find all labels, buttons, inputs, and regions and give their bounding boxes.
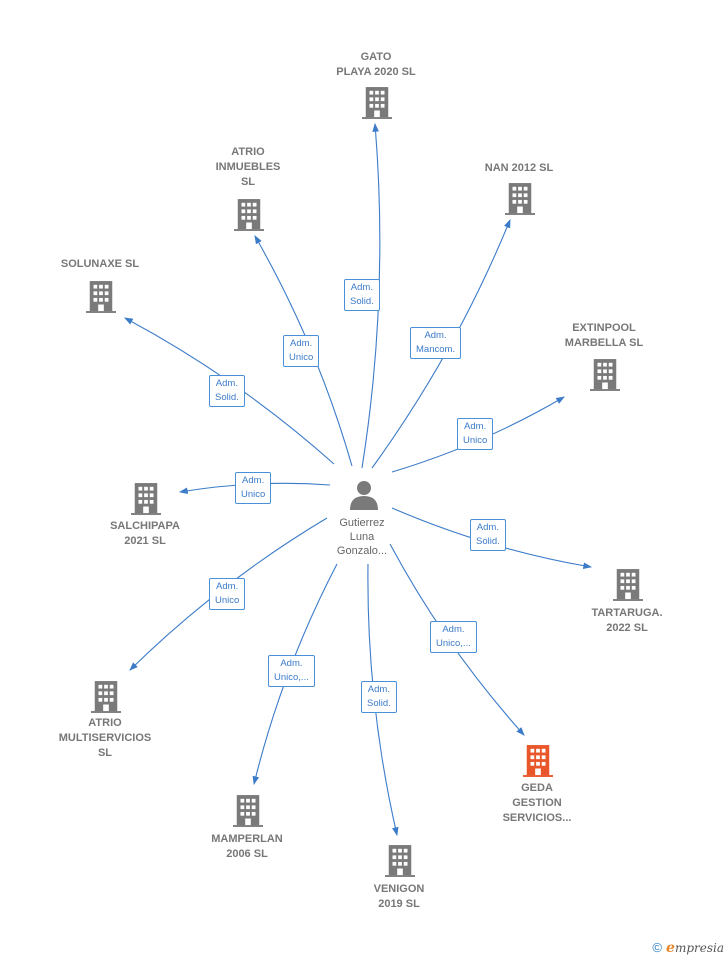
role-badge-mamperlan[interactable]: Adm. Unico,... — [268, 655, 315, 687]
nodes-layer — [86, 87, 643, 877]
role-badge-extinpool[interactable]: Adm. Unico — [457, 418, 494, 450]
building-icon[interactable] — [385, 845, 415, 877]
building-icon[interactable] — [505, 183, 535, 215]
role-badge-geda[interactable]: Adm. Unico,... — [430, 621, 477, 653]
role-badge-nan-2012[interactable]: Adm. Mancom. — [410, 327, 462, 359]
footer-brand: ©empresia — [652, 940, 724, 956]
building-icon[interactable] — [91, 681, 121, 713]
edges-layer — [124, 122, 593, 837]
company-name-salchipapa[interactable]: SALCHIPAPA 2021 SL — [110, 520, 180, 547]
building-icon[interactable] — [523, 745, 553, 777]
brand-logo[interactable]: empresia — [666, 940, 724, 956]
role-badge-solunaxe[interactable]: Adm. Solid. — [209, 375, 245, 407]
building-icon[interactable] — [613, 569, 643, 601]
center-person-name[interactable]: Gutierrez Luna Gonzalo... — [336, 517, 388, 557]
company-name-geda[interactable]: GEDA GESTION SERVICIOS... — [502, 782, 572, 824]
company-name-extinpool[interactable]: EXTINPOOL MARBELLA SL — [564, 322, 644, 349]
building-icon[interactable] — [362, 87, 392, 119]
company-name-gato-playa[interactable]: GATO PLAYA 2020 SL — [336, 51, 416, 78]
role-badge-tartaruga[interactable]: Adm. Solid. — [470, 519, 506, 551]
building-icon[interactable] — [234, 199, 264, 231]
company-name-atrio-multi[interactable]: ATRIO MULTISERVICIOS SL — [58, 717, 152, 759]
building-icon[interactable] — [86, 281, 116, 313]
company-name-solunaxe[interactable]: SOLUNAXE SL — [60, 258, 140, 270]
copyright-icon: © — [652, 940, 663, 955]
role-badge-atrio-multi[interactable]: Adm. Unico — [209, 578, 246, 610]
person-icon[interactable] — [350, 481, 378, 510]
building-icon[interactable] — [131, 483, 161, 515]
company-name-atrio-inmuebles[interactable]: ATRIO INMUEBLES SL — [215, 146, 281, 188]
building-icon[interactable] — [233, 795, 263, 827]
company-name-mamperlan[interactable]: MAMPERLAN 2006 SL — [211, 833, 283, 860]
role-badge-atrio-inmuebles[interactable]: Adm. Unico — [283, 335, 320, 367]
role-badge-salchipapa[interactable]: Adm. Unico — [235, 472, 272, 504]
role-badge-venigon[interactable]: Adm. Solid. — [361, 681, 397, 713]
building-icon[interactable] — [590, 359, 620, 391]
company-name-nan-2012[interactable]: NAN 2012 SL — [484, 162, 554, 174]
company-name-tartaruga[interactable]: TARTARUGA. 2022 SL — [591, 607, 663, 634]
company-name-venigon[interactable]: VENIGON 2019 SL — [373, 883, 425, 910]
role-badge-gato-playa[interactable]: Adm. Solid. — [344, 279, 380, 311]
